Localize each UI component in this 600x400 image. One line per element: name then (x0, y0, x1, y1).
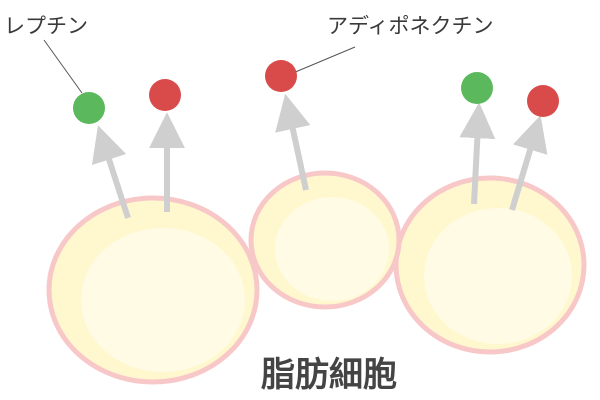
secretion-arrow (459, 102, 496, 205)
adiponectin-leader-line (292, 46, 356, 74)
secretion-arrow (509, 115, 548, 211)
adiponectin-label: アディポネクチン (327, 14, 494, 38)
fat-cell-right (393, 175, 587, 355)
secretion-arrow (91, 125, 131, 219)
secretion-arrow (275, 93, 311, 191)
leptin-molecule (461, 72, 493, 104)
fat-cell-middle (248, 170, 402, 310)
leptin-molecule (73, 92, 105, 124)
fat-cell-label: 脂肪細胞 (261, 355, 397, 395)
fat-cell-left (46, 195, 260, 385)
adiponectin-molecule (149, 79, 181, 111)
adiponectin-molecule (527, 85, 559, 117)
adiponectin-molecule (265, 60, 297, 92)
leptin-leader-line (43, 39, 83, 94)
leptin-label: レプチン (4, 14, 88, 38)
